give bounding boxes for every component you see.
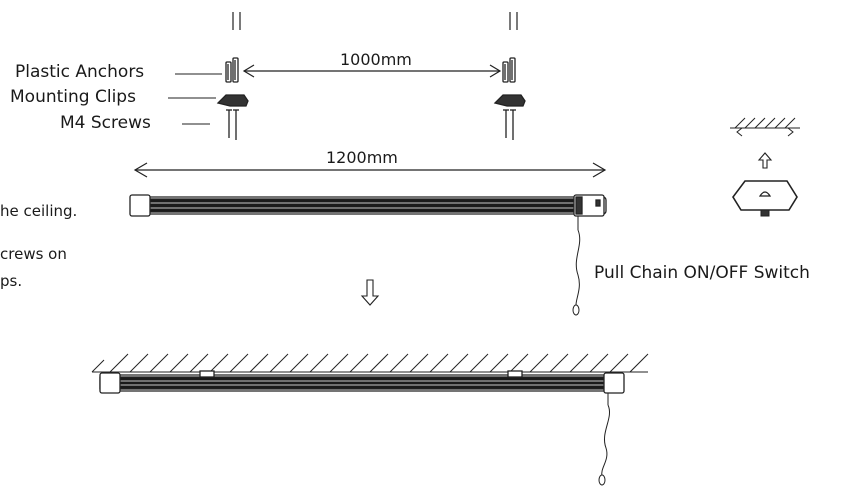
label-m4-screws: M4 Screws [60,113,151,133]
label-pull-chain-switch: Pull Chain ON/OFF Switch [594,263,810,283]
down-arrow-icon [360,279,380,306]
label-leaders [168,73,222,125]
mounted-fixture [99,370,625,394]
label-mounting-clips: Mounting Clips [10,87,136,107]
step-text-3: ps. [0,272,23,290]
label-plastic-anchors: Plastic Anchors [15,62,145,82]
dimension-1200-arrow [133,162,607,178]
up-arrow-icon [757,152,773,169]
hardware-right [493,57,526,140]
step-text-2: crews on [0,245,67,263]
drill-marks-left [232,12,241,30]
pull-chain-upper [572,216,581,316]
switch-housing [732,180,798,217]
dimension-1200-label: 1200mm [326,148,398,167]
pull-chain-lower [598,393,610,486]
dimension-1000-arrow [242,64,502,78]
step-text-1: he ceiling. [0,202,78,220]
ceiling-hatch [91,353,649,373]
ceiling-mount-detail [730,117,800,137]
light-fixture [129,194,607,217]
drill-marks-right [509,12,518,30]
dimension-1000-label: 1000mm [340,50,412,69]
hardware-left [216,57,249,140]
